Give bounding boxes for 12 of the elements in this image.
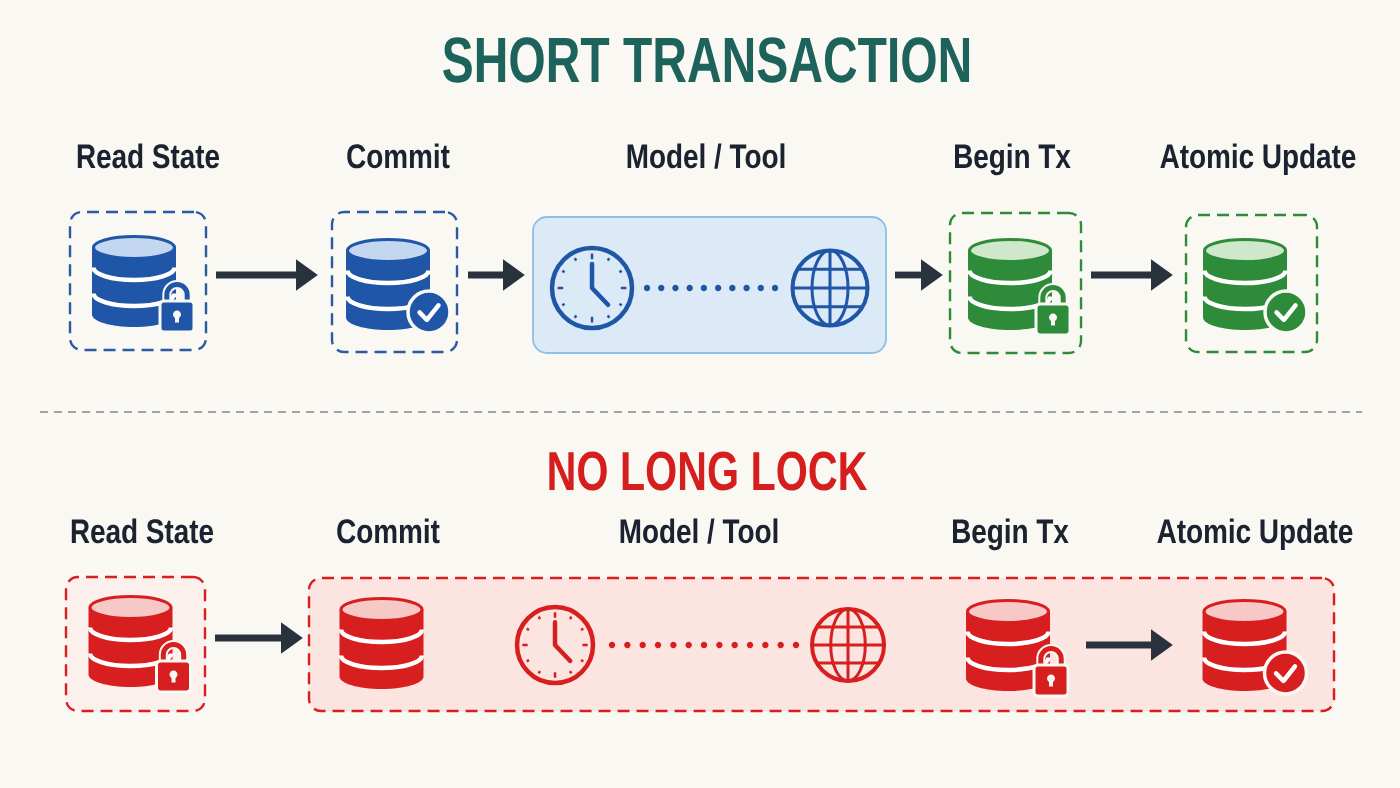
step-label: Read State — [71, 518, 214, 544]
step-label: Commit — [347, 143, 450, 169]
step-label: Atomic Update — [1160, 143, 1356, 176]
step-label: Atomic Update — [1157, 518, 1353, 551]
section-heading: NO LONG LOCK — [549, 451, 867, 491]
step-label: Model / Tool — [627, 143, 785, 169]
title: SHORT TRANSACTION — [443, 37, 970, 83]
step-label: Commit — [337, 518, 440, 544]
step-label: Read State — [77, 143, 220, 169]
step-label: Begin Tx — [953, 518, 1069, 551]
step-label: Begin Tx — [955, 143, 1071, 176]
step-label: Model / Tool — [620, 518, 778, 544]
